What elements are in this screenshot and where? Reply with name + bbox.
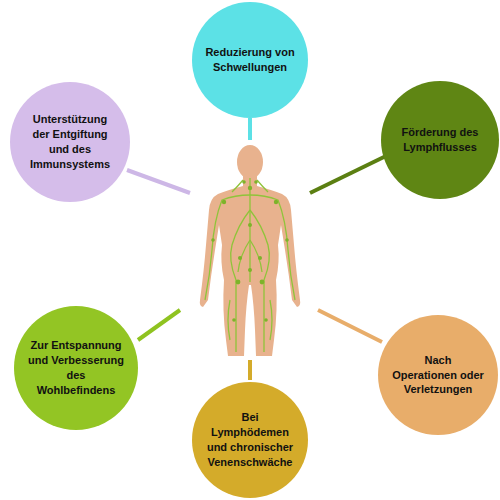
body-silhouette <box>200 176 300 356</box>
benefit-text: Bei Lymphödemen und chronischer Venensch… <box>205 410 295 469</box>
benefit-circle: Reduzierung von Schwellungen <box>192 2 308 118</box>
benefit-circle: Bei Lymphödemen und chronischer Venensch… <box>192 382 308 498</box>
head <box>237 145 263 179</box>
benefit-text: Reduzierung von Schwellungen <box>205 45 295 75</box>
lymph-vessel <box>238 240 262 272</box>
benefit-text: Unterstützung der Entgiftung und des Imm… <box>23 112 117 171</box>
leader-line <box>248 118 252 140</box>
benefit-circle: Zur Entspannung und Verbesserung des Woh… <box>14 306 138 430</box>
benefit-circle: Nach Operationen oder Verletzungen <box>378 315 498 435</box>
leader-line <box>310 155 388 193</box>
benefit-circle: Förderung des Lymphflusses <box>381 81 499 199</box>
lymph-nodes <box>211 180 289 322</box>
leader-line <box>248 360 252 380</box>
leader-line <box>318 310 382 342</box>
lymph-vessel <box>232 180 268 192</box>
benefit-text: Förderung des Lymphflusses <box>394 125 486 155</box>
human-figure <box>200 145 300 356</box>
leader-line <box>138 310 180 340</box>
lymph-vessels <box>205 178 295 352</box>
lymph-vessel <box>231 210 250 352</box>
benefit-text: Nach Operationen oder Verletzungen <box>391 353 485 398</box>
lymph-vessel <box>205 195 250 300</box>
lymph-vessel <box>249 178 250 282</box>
benefit-circle: Unterstützung der Entgiftung und des Imm… <box>10 82 130 202</box>
lymph-vessel <box>228 300 272 340</box>
benefit-text: Zur Entspannung und Verbesserung des Woh… <box>28 338 125 397</box>
leader-line <box>127 170 190 193</box>
lymph-vessel <box>250 210 269 352</box>
leader-lines <box>127 118 388 380</box>
lymph-vessel <box>250 195 295 300</box>
